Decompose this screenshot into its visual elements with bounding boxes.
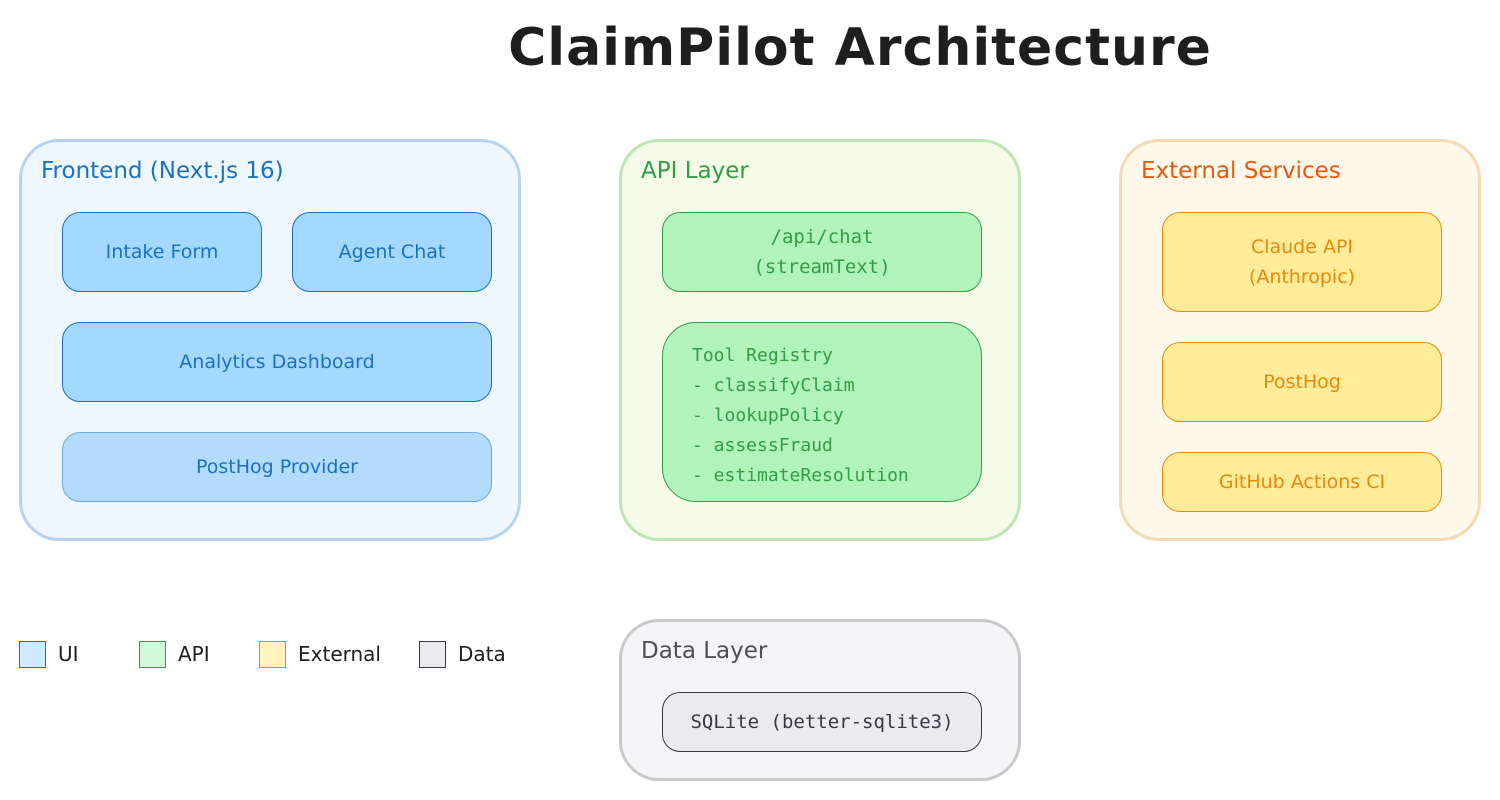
analytics-dashboard-node[interactable]: Analytics Dashboard — [62, 322, 492, 402]
github-actions-node[interactable]: GitHub Actions CI — [1162, 452, 1442, 512]
tool-item: - classifyClaim — [692, 375, 855, 396]
intake-form-label: Intake Form — [105, 241, 219, 263]
analytics-dashboard-label: Analytics Dashboard — [179, 351, 375, 373]
frontend-group: Frontend (Next.js 16) Intake Form Agent … — [19, 139, 521, 541]
external-services-group-label: External Services — [1141, 158, 1341, 184]
legend-label-ui: UI — [58, 642, 79, 666]
claude-api-node[interactable]: Claude API (Anthropic) — [1162, 212, 1442, 312]
external-services-group: External Services Claude API (Anthropic)… — [1119, 139, 1481, 541]
agent-chat-node[interactable]: Agent Chat — [292, 212, 492, 292]
legend-label-external: External — [298, 642, 381, 666]
api-chat-route-method: (streamText) — [753, 256, 891, 278]
legend-swatch-ui — [19, 640, 46, 668]
posthog-label: PostHog — [1263, 371, 1341, 393]
legend-label-api: API — [178, 642, 210, 666]
tool-registry-node[interactable]: Tool Registry - classifyClaim - lookupPo… — [662, 322, 982, 502]
intake-form-node[interactable]: Intake Form — [62, 212, 262, 292]
tool-registry-heading: Tool Registry — [692, 345, 833, 366]
data-layer-group-label: Data Layer — [641, 638, 768, 664]
claude-api-label: Claude API — [1250, 236, 1354, 258]
tool-item: - estimateResolution — [692, 465, 909, 486]
posthog-provider-node[interactable]: PostHog Provider — [62, 432, 492, 502]
legend-swatch-data — [419, 640, 446, 668]
agent-chat-label: Agent Chat — [338, 241, 446, 263]
sqlite-node[interactable]: SQLite (better-sqlite3) — [662, 692, 982, 752]
sqlite-label: SQLite (better-sqlite3) — [690, 711, 954, 733]
legend-item-api: API — [139, 638, 210, 670]
title-text: ClaimPilot Architecture — [508, 18, 1212, 78]
legend-item-ui: UI — [19, 638, 79, 670]
legend-item-external: External — [259, 638, 381, 670]
legend-label-data: Data — [458, 642, 506, 666]
api-chat-route-node[interactable]: /api/chat (streamText) — [662, 212, 982, 292]
frontend-group-label: Frontend (Next.js 16) — [41, 158, 284, 184]
api-chat-route-path: /api/chat — [770, 226, 874, 248]
tool-item: - assessFraud — [692, 435, 833, 456]
posthog-node[interactable]: PostHog — [1162, 342, 1442, 422]
api-layer-group-label: API Layer — [641, 158, 749, 184]
diagram-title: ClaimPilot Architecture — [0, 18, 1500, 78]
tool-item: - lookupPolicy — [692, 405, 844, 426]
claude-api-provider: (Anthropic) — [1248, 266, 1356, 288]
data-layer-group: Data Layer SQLite (better-sqlite3) — [619, 619, 1021, 781]
legend-swatch-api — [139, 640, 166, 668]
posthog-provider-label: PostHog Provider — [196, 456, 358, 478]
api-layer-group: API Layer /api/chat (streamText) Tool Re… — [619, 139, 1021, 541]
legend-item-data: Data — [419, 638, 506, 670]
github-actions-label: GitHub Actions CI — [1218, 471, 1386, 493]
legend-swatch-external — [259, 640, 286, 668]
